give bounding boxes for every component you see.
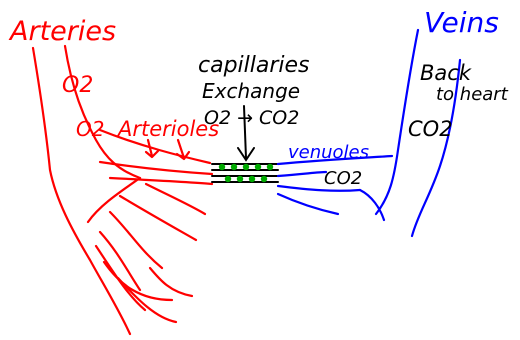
- artery-branch-fan5: [116, 276, 178, 324]
- artery-branch-mid: [144, 182, 207, 216]
- arteriole-arrow-1: [144, 138, 160, 159]
- artery-branch-fan3: [94, 244, 147, 312]
- capillary-beads: [218, 163, 274, 183]
- back-label: Back: [420, 61, 472, 85]
- bead: [260, 175, 268, 183]
- bead: [248, 175, 256, 183]
- venule-upper-wall: [276, 154, 394, 166]
- bead: [224, 175, 232, 183]
- bead: [230, 163, 238, 171]
- venule-lower-wall: [276, 184, 362, 192]
- venule-bottom-wall: [276, 192, 340, 216]
- to-heart-label: to heart: [436, 84, 509, 105]
- artery-trunk-left-wall: [31, 46, 132, 336]
- vein-left-wall: [374, 28, 420, 216]
- exchange-label: Exchange: [202, 79, 300, 103]
- arteries-label: Arteries: [8, 16, 116, 47]
- co2-label-upper: CO2: [408, 117, 453, 141]
- co2-label-lower: CO2: [324, 168, 362, 189]
- labels: Arteries O2 O2 Arterioles capillaries Ex…: [8, 6, 509, 189]
- veins-vessel: [276, 28, 462, 238]
- artery-branch-right: [118, 194, 198, 242]
- bead: [266, 163, 274, 171]
- bead: [236, 175, 244, 183]
- vein-right-wall: [410, 58, 462, 238]
- arteries-vessel: [31, 44, 214, 336]
- arteriole-arrow-2: [175, 138, 191, 161]
- capillary-bed: [211, 105, 279, 183]
- artery-branch-fan6: [148, 266, 194, 298]
- arteriole-lower-wall: [108, 176, 214, 186]
- arteriole-upper-wall: [98, 128, 212, 165]
- exchange-arrow: [237, 105, 255, 162]
- arteriole-middle-wall: [98, 160, 214, 176]
- o2-label-lower: O2: [76, 117, 104, 141]
- artery-trunk-right-wall: [63, 44, 142, 180]
- exchange-formula: O2 → CO2: [204, 107, 299, 129]
- artery-branch-fan2: [98, 230, 142, 292]
- o2-label-upper: O2: [62, 73, 93, 98]
- vein-inner-wall: [358, 188, 386, 222]
- bead: [218, 163, 226, 171]
- capillaries-label: capillaries: [198, 53, 310, 78]
- arterioles-label: Arterioles: [116, 117, 219, 141]
- artery-branch-lower: [86, 176, 142, 224]
- venule-middle-wall: [276, 170, 328, 178]
- artery-branch-fan4: [102, 260, 174, 302]
- artery-branch-fan1: [108, 210, 164, 270]
- veins-label: Veins: [424, 6, 499, 39]
- venuoles-label: venuoles: [288, 142, 369, 163]
- bead: [242, 163, 250, 171]
- bead: [254, 163, 262, 171]
